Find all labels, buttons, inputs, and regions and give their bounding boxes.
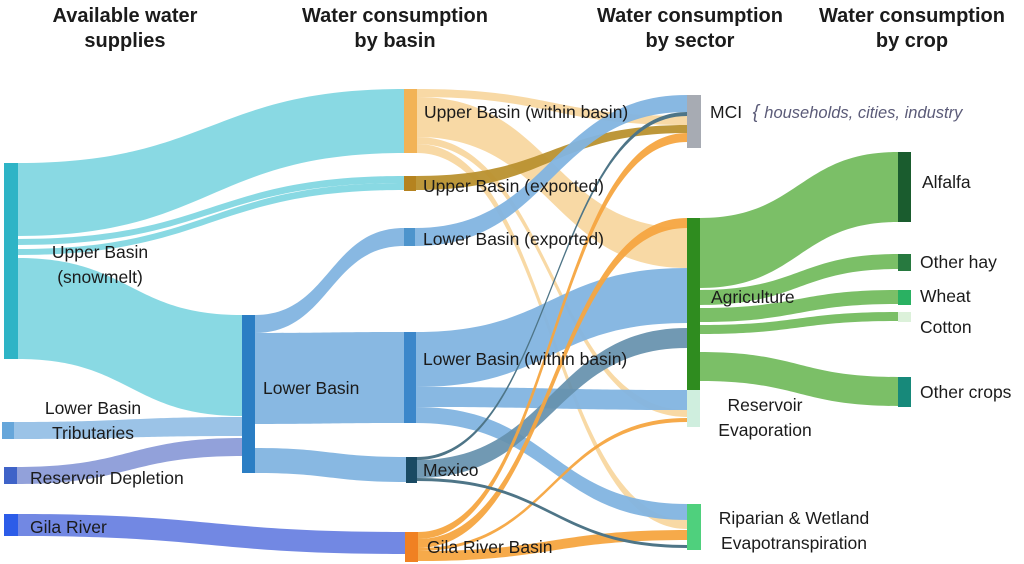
node-lb_exported bbox=[404, 228, 415, 246]
flow-gila_basin-to-mci bbox=[418, 133, 687, 539]
node-label-upper_snowmelt: Upper Basin (snowmelt) bbox=[51, 242, 149, 287]
flow-upper_snowmelt-to-ub_within bbox=[18, 89, 404, 236]
node-mexico bbox=[406, 457, 417, 483]
column-header-supplies: Available water supplies bbox=[52, 5, 198, 52]
node-wheat bbox=[898, 290, 911, 305]
mci-note: households, cities, industry bbox=[764, 104, 963, 122]
flow-res_depletion-to-lower_basin bbox=[17, 438, 242, 484]
node-alfalfa bbox=[898, 152, 911, 222]
node-label-lb_tributaries: Lower Basin Tributaries bbox=[44, 398, 142, 443]
node-label-res_evap: Reservoir Evaporation bbox=[718, 395, 812, 440]
node-label-other_hay: Other hay bbox=[920, 252, 997, 272]
mci-brace: { bbox=[742, 102, 765, 123]
node-lower_basin bbox=[242, 315, 255, 473]
flow-upper_snowmelt-to-lower_basin bbox=[18, 258, 242, 416]
flow-gila_river-to-gila_basin bbox=[18, 514, 405, 554]
node-ub_exported bbox=[404, 176, 416, 191]
node-res_evap bbox=[687, 390, 700, 427]
node-label-lb_within: Lower Basin (within basin) bbox=[423, 349, 628, 369]
flow-gila_basin-to-riparian bbox=[418, 530, 687, 561]
node-upper_snowmelt bbox=[4, 163, 18, 359]
column-header-basin: Water consumption by basin bbox=[302, 5, 488, 52]
flow-upper_snowmelt-to-ub_exported bbox=[18, 183, 404, 255]
column-header-crop: Water consumption by crop bbox=[819, 5, 1005, 52]
flow-mexico-to-agriculture bbox=[417, 328, 687, 478]
node-label-res_depletion: Reservoir Depletion bbox=[30, 468, 184, 488]
node-lb_tributaries bbox=[2, 422, 14, 439]
node-ub_within bbox=[404, 89, 417, 153]
node-label-gila_basin: Gila River Basin bbox=[427, 537, 553, 557]
node-label-alfalfa: Alfalfa bbox=[922, 172, 971, 192]
node-lb_within bbox=[404, 332, 416, 423]
flow-mexico-to-mci bbox=[417, 112, 687, 460]
flow-agriculture-to-other_hay bbox=[700, 254, 898, 305]
node-label-wheat: Wheat bbox=[920, 286, 971, 306]
flow-gila_basin-to-res_evap bbox=[418, 418, 687, 551]
node-label-cotton: Cotton bbox=[920, 317, 972, 337]
flow-agriculture-to-cotton bbox=[700, 312, 898, 334]
node-label-other_crops: Other crops bbox=[920, 382, 1012, 402]
node-label-ub_within: Upper Basin (within basin) bbox=[424, 102, 629, 122]
flow-ub_within-to-agriculture bbox=[417, 97, 687, 268]
flow-lower_basin-to-lb_within bbox=[255, 332, 404, 424]
node-label-mci: MCI { households, cities, industry bbox=[710, 102, 963, 123]
flow-lower_basin-to-lb_exported bbox=[255, 228, 404, 333]
node-mci bbox=[687, 95, 701, 148]
flow-lb_within-to-riparian bbox=[416, 407, 687, 520]
node-gila_basin bbox=[405, 532, 418, 562]
node-other_crops bbox=[898, 377, 911, 407]
node-label-riparian: Riparian & Wetland Evapotranspiration bbox=[718, 508, 870, 553]
flow-lb_exported-to-mci bbox=[415, 95, 687, 246]
node-riparian bbox=[687, 504, 701, 550]
flow-agriculture-to-wheat bbox=[700, 290, 898, 322]
flow-lb_within-to-agriculture bbox=[416, 268, 687, 387]
flow-ub_within-to-res_evap bbox=[417, 137, 687, 417]
node-cotton bbox=[898, 312, 911, 322]
flow-agriculture-to-alfalfa bbox=[700, 152, 898, 288]
node-label-agriculture: Agriculture bbox=[711, 287, 795, 307]
node-other_hay bbox=[898, 254, 911, 271]
node-label-lower_basin: Lower Basin bbox=[263, 378, 360, 398]
node-label-gila_river: Gila River bbox=[30, 517, 107, 537]
flow-agriculture-to-other_crops bbox=[700, 352, 898, 406]
node-agriculture bbox=[687, 218, 700, 390]
node-label-mexico: Mexico bbox=[423, 460, 479, 480]
node-gila_river bbox=[4, 514, 18, 536]
node-res_depletion bbox=[4, 467, 17, 484]
flow-lb_tributaries-to-lower_basin bbox=[14, 417, 242, 439]
flow-ub_exported-to-mci bbox=[416, 125, 687, 190]
node-label-lb_exported: Lower Basin (exported) bbox=[423, 229, 604, 249]
flow-mexico-to-riparian bbox=[417, 478, 687, 548]
flow-gila_basin-to-agriculture bbox=[418, 218, 687, 548]
node-label-ub_exported: Upper Basin (exported) bbox=[423, 176, 604, 196]
column-header-sector: Water consumption by sector bbox=[597, 5, 783, 52]
flow-upper_snowmelt-to-ub_exported bbox=[18, 176, 404, 245]
flow-lower_basin-to-mexico bbox=[255, 448, 406, 482]
